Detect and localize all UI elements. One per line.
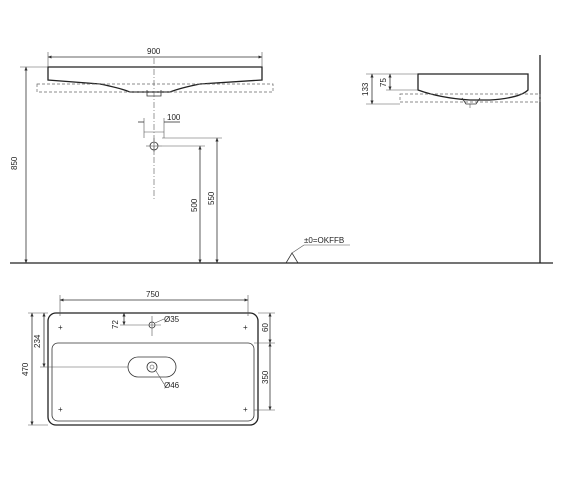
dim-234: 234 [33,334,42,348]
floor-marker-leader [291,244,305,254]
leader-35 [154,318,165,324]
leader-46 [155,370,165,385]
corner-mark: + [243,405,248,414]
corner-mark: + [58,323,63,332]
dim-470: 470 [21,362,30,376]
floor-label: ±0=OKFFB [304,236,344,245]
side-view: 133 75 [361,73,541,108]
dim-133: 133 [361,82,370,96]
dim-550: 550 [207,191,216,205]
dim-72: 72 [111,320,120,329]
countertop-outline [36,83,274,93]
drain-hole-inner [149,364,155,370]
front-view: 900 100 850 500 550 ±0=OKFFB [10,47,553,264]
dim-hole-35: Ø35 [164,315,180,324]
dim-75: 75 [379,78,388,87]
top-view: + + + + 750 470 234 72 Ø35 Ø46 60 [21,290,275,426]
basin-top-outer [47,312,259,426]
basin-top-bowl [51,342,255,422]
drain-slot [127,356,177,378]
dim-750: 750 [146,290,160,299]
floor-marker [285,252,299,264]
dim-850: 850 [10,156,19,170]
drain-hole [146,361,158,373]
countertop-side [399,93,541,103]
basin-side [417,73,529,101]
dim-350: 350 [261,370,270,384]
corner-mark: + [243,323,248,332]
dim-900: 900 [147,47,161,56]
corner-mark: + [58,405,63,414]
dim-500: 500 [190,198,199,212]
dim-hole-46: Ø46 [164,381,180,390]
drain-side [461,97,481,105]
dim-100: 100 [167,113,181,122]
dim-60: 60 [261,323,270,332]
basin-front [47,66,263,93]
